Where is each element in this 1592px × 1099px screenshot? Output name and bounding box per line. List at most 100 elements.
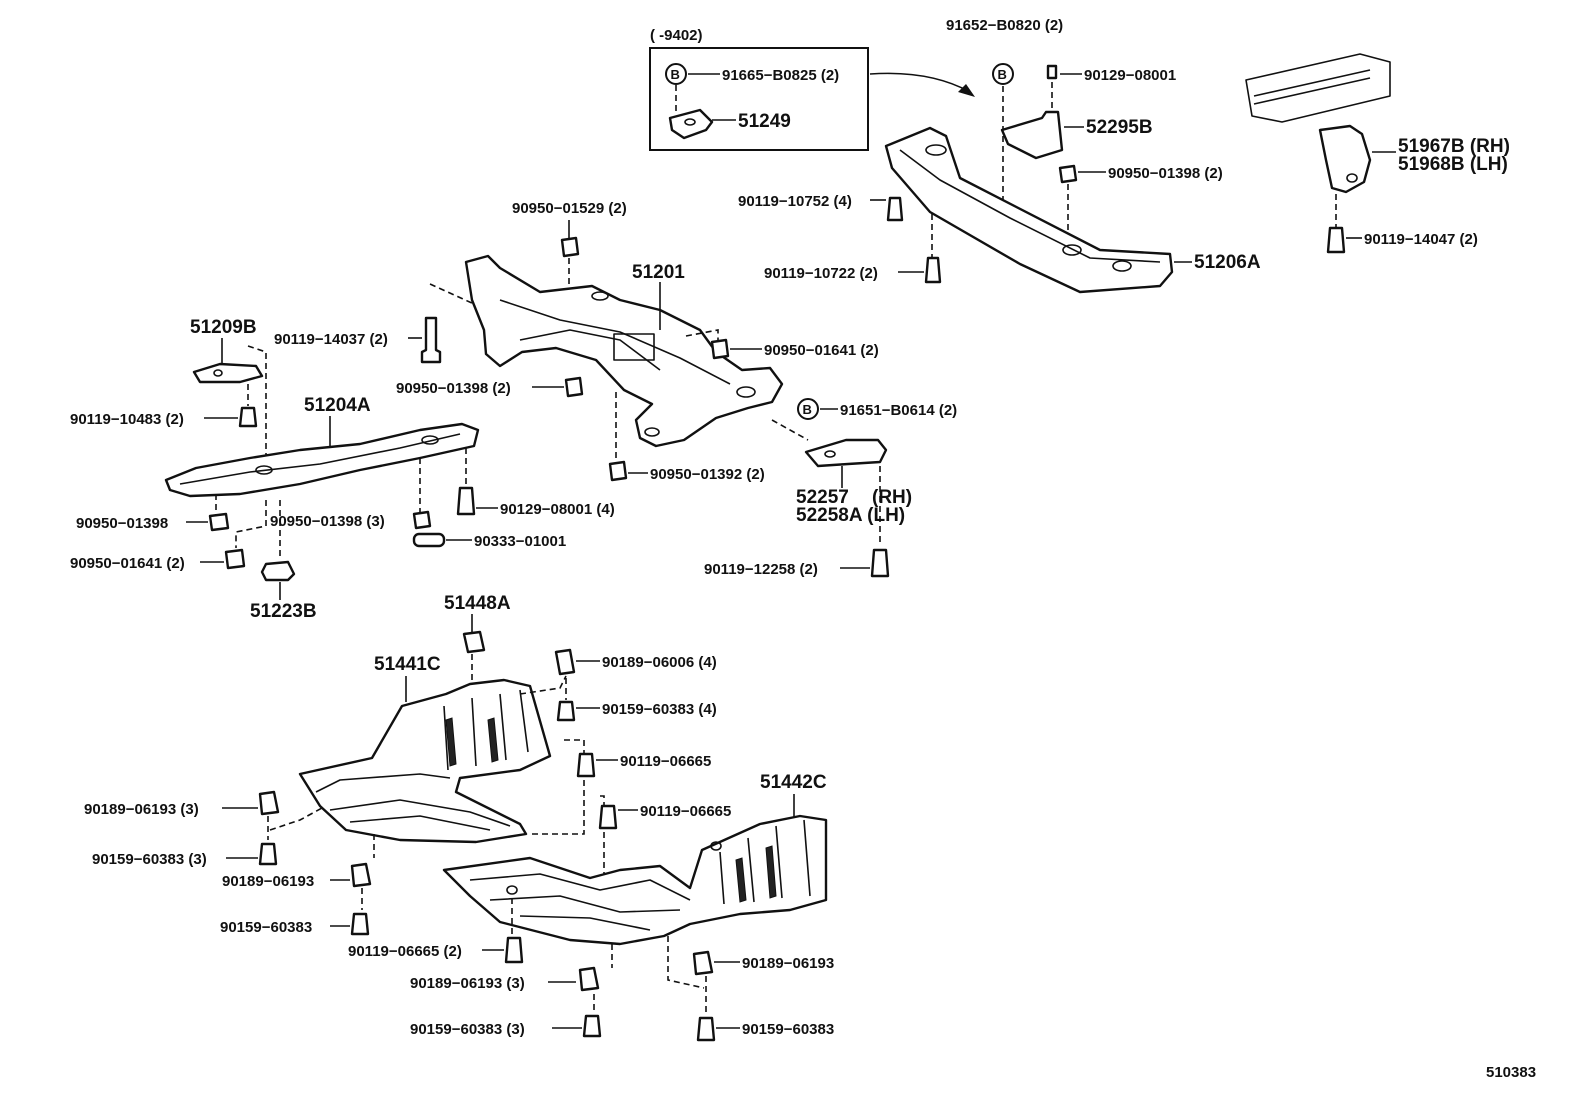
label-90950-01398-a: 90950−01398 (2) [1108, 165, 1223, 182]
bolt-90119-12258 [870, 548, 890, 578]
label-90119-14037: 90119−14037 (2) [274, 331, 388, 348]
label-91651-B0614: 91651−B0614 (2) [840, 402, 957, 419]
label-90189-06193-b: 90189−06193 [222, 873, 314, 890]
label-52295B: 52295B [1086, 117, 1153, 138]
bolt-90119-10722 [924, 256, 942, 284]
label-90119-10722: 90119−10722 (2) [764, 265, 878, 282]
b-badge-icon-2 [992, 63, 1014, 85]
frame-rail [1245, 53, 1391, 123]
front-member-51204A: 51209B 90119−10483 (2) 51204A 90950−0139… [70, 317, 615, 622]
screw-90159-60383-c [350, 912, 370, 936]
label-51448A: 51448A [444, 593, 511, 614]
label-51201: 51201 [632, 262, 685, 283]
label-52258A: 52258A (LH) [796, 505, 905, 526]
bolt-90129-08001-b [456, 486, 476, 516]
b-badge-icon [665, 63, 687, 85]
nut-90950-01529 [560, 236, 580, 258]
cover-51441C-body [298, 678, 552, 844]
screw-90159-60383-a [556, 700, 576, 722]
clip-90189-06193-a [258, 790, 280, 816]
bolt-90119-06665-b [598, 804, 618, 830]
b-badge-icon-3 [797, 398, 819, 420]
label-51223B: 51223B [250, 601, 317, 622]
cover-51442C-body [442, 814, 828, 946]
arrow-head-icon [958, 84, 975, 97]
stopper-52257 [804, 438, 888, 468]
label-90129-08001-a: 90129−08001 [1084, 67, 1176, 84]
under-cover-51442C: 90119−06665 51442C 90119−06665 (2) 90189… [348, 772, 834, 1042]
nut-90950-01398-d [412, 510, 432, 530]
label-51967B: 51967B (RH) [1398, 136, 1510, 157]
bolt-90119-06665-c [504, 936, 524, 964]
nut-90950-01398-b [564, 376, 584, 398]
b-badge-letter-2: B [998, 67, 1007, 82]
label-90119-14047: 90119−14047 (2) [1364, 231, 1478, 248]
label-90189-06193-a: 90189−06193 (3) [84, 801, 199, 818]
member-51204A-body [164, 422, 480, 498]
clip-90189-06006 [554, 648, 576, 676]
label-90159-60383-d: 90159−60383 (3) [410, 1021, 525, 1038]
label-90950-01529: 90950−01529 (2) [512, 200, 627, 217]
b-badge-letter-3: B [803, 402, 812, 417]
label-90950-01398-c: 90950−01398 [76, 515, 168, 532]
label-90159-60383-a: 90159−60383 (4) [602, 701, 717, 718]
clip-51448A [462, 630, 486, 654]
bolt-90119-14047 [1326, 226, 1346, 254]
label-90189-06193-d: 90189−06193 [742, 955, 834, 972]
label-90119-10752: 90119−10752 (4) [738, 193, 852, 210]
label-91652-B0820: 91652−B0820 (2) [946, 17, 1063, 34]
screw-90159-60383-e [696, 1016, 716, 1042]
label-90159-60383-e: 90159−60383 [742, 1021, 834, 1038]
screw-90159-60383-b [258, 842, 278, 866]
frame-bracket-51967B: 51967B (RH) 51968B (LH) 90119−14047 (2) [1245, 53, 1510, 254]
label-52257: 52257 [796, 487, 849, 508]
label-51206A: 51206A [1194, 252, 1261, 273]
crossmember-51201-body [464, 254, 784, 448]
bolt-90119-14037 [420, 316, 442, 364]
label-90950-01398-d: 90950−01398 (3) [270, 513, 385, 530]
seal-90333-01001 [412, 532, 446, 548]
bolt-90119-10752 [886, 196, 904, 222]
label-90950-01398-b: 90950−01398 (2) [396, 380, 511, 397]
clip-90189-06193-d [692, 950, 714, 976]
diagram-ref-code: 510383 [1486, 1064, 1536, 1081]
label-90119-06665-c: 90119−06665 (2) [348, 943, 462, 960]
rear-crossmember-51206A: 91652−B0820 (2) B 90129−08001 52295B 909… [738, 17, 1261, 294]
label-90159-60383-b: 90159−60383 (3) [92, 851, 207, 868]
clip-90189-06193-b [350, 862, 372, 888]
label-90333-01001: 90333−01001 [474, 533, 566, 550]
bolt-90119-06665-a [576, 752, 596, 778]
inset-box-9402: ( -9402) B 91665−B0825 (2) 51249 [649, 27, 869, 151]
stopper-51223B [260, 560, 296, 582]
label-52257-rh: (RH) [872, 487, 912, 508]
label-90950-01641-b: 90950−01641 (2) [70, 555, 185, 572]
label-51249: 51249 [738, 111, 791, 132]
bracket-51967B [1318, 124, 1372, 194]
nut-90950-01392 [608, 460, 628, 482]
label-51442C: 51442C [760, 772, 827, 793]
stopper-51249 [668, 108, 714, 140]
label-51968B: 51968B (LH) [1398, 154, 1508, 175]
label-90189-06193-c: 90189−06193 (3) [410, 975, 525, 992]
label-90129-08001-b: 90129−08001 (4) [500, 501, 615, 518]
label-90119-12258: 90119−12258 (2) [704, 561, 818, 578]
under-cover-51441C: 51448A 51441C 90189−06006 (4) 90159−6038… [84, 593, 717, 936]
crossmember-51201: 90950−01529 (2) 51201 90119−14037 (2) 90… [274, 200, 957, 578]
nut-90950-01398-a [1058, 164, 1078, 184]
screw-90159-60383-d [582, 1014, 602, 1038]
nut-90950-01398-c [208, 512, 230, 532]
label-90950-01392: 90950−01392 (2) [650, 466, 765, 483]
label-51209B: 51209B [190, 317, 257, 338]
label-90119-06665-b: 90119−06665 [640, 803, 731, 820]
label-90950-01641-a: 90950−01641 (2) [764, 342, 879, 359]
nut-90950-01641-b [224, 548, 246, 570]
label-90159-60383-c: 90159−60383 [220, 919, 312, 936]
b-badge-letter: B [671, 67, 680, 82]
bracket-52295B [1000, 110, 1064, 160]
label-90119-06665-a: 90119−06665 [620, 753, 711, 770]
label-51441C: 51441C [374, 654, 441, 675]
nut-90950-01641-a [710, 338, 730, 360]
plate-51209B [192, 362, 264, 384]
clip-90189-06193-c [578, 966, 600, 992]
